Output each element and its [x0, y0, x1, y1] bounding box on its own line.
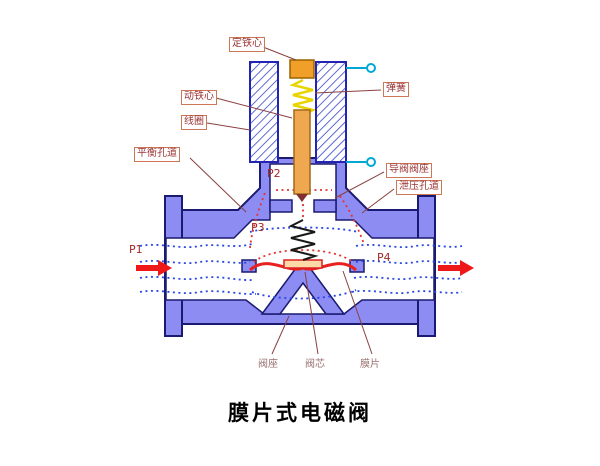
- label-valve-seat: 阀座: [258, 359, 278, 370]
- terminal-top: [366, 63, 376, 73]
- relief-channel-leader: [361, 188, 395, 214]
- spring-leader: [314, 89, 382, 94]
- label-port-p3: P3: [251, 221, 265, 234]
- diagram-title: 膜片式电磁阀: [228, 400, 372, 425]
- pilot-seat-left: [269, 199, 293, 213]
- moving-core-leader: [215, 97, 293, 119]
- label-balance-channel: 平衡孔道: [134, 147, 180, 162]
- label-pilot-valve-seat: 导阀阀座: [386, 163, 432, 178]
- top-spring: [289, 78, 317, 117]
- terminal-leads: [346, 63, 376, 167]
- fixed-core-leader: [262, 46, 297, 61]
- label-moving-core: 动铁心: [181, 90, 217, 105]
- flow-lines-blue: [139, 226, 463, 300]
- pilot-seat-leader: [334, 171, 385, 199]
- leader-lines: [189, 46, 395, 355]
- label-coil: 线圈: [181, 115, 207, 130]
- label-valve-core: 阀芯: [305, 359, 325, 370]
- diaphragm-leader: [342, 270, 373, 355]
- chamber-spring: [288, 219, 319, 261]
- valve-core-leader: [304, 271, 319, 355]
- label-fixed-core: 定铁心: [229, 37, 265, 52]
- label-port-p4: P4: [377, 251, 391, 264]
- label-spring: 弹簧: [383, 82, 409, 97]
- coil-left: [249, 61, 279, 163]
- plunger-tip: [296, 194, 308, 202]
- coil-right: [315, 61, 347, 163]
- label-port-p1: P1: [129, 243, 143, 256]
- valve-core-disc: [283, 259, 323, 269]
- outlet-arrow: [438, 260, 474, 276]
- label-relief-channel: 泄压孔道: [396, 180, 442, 195]
- coil-leader: [206, 122, 251, 131]
- moving-iron-core: [293, 109, 311, 195]
- label-port-p2: P2: [267, 167, 281, 180]
- valve-seat-leader: [271, 315, 290, 355]
- balance-channel-leader: [189, 157, 247, 213]
- inlet-arrow: [136, 260, 172, 276]
- valve-cavity: [165, 163, 435, 315]
- fixed-iron-core: [289, 59, 315, 79]
- terminal-bottom: [366, 157, 376, 167]
- label-diaphragm: 膜片: [360, 359, 380, 370]
- pilot-seat-right: [313, 199, 337, 213]
